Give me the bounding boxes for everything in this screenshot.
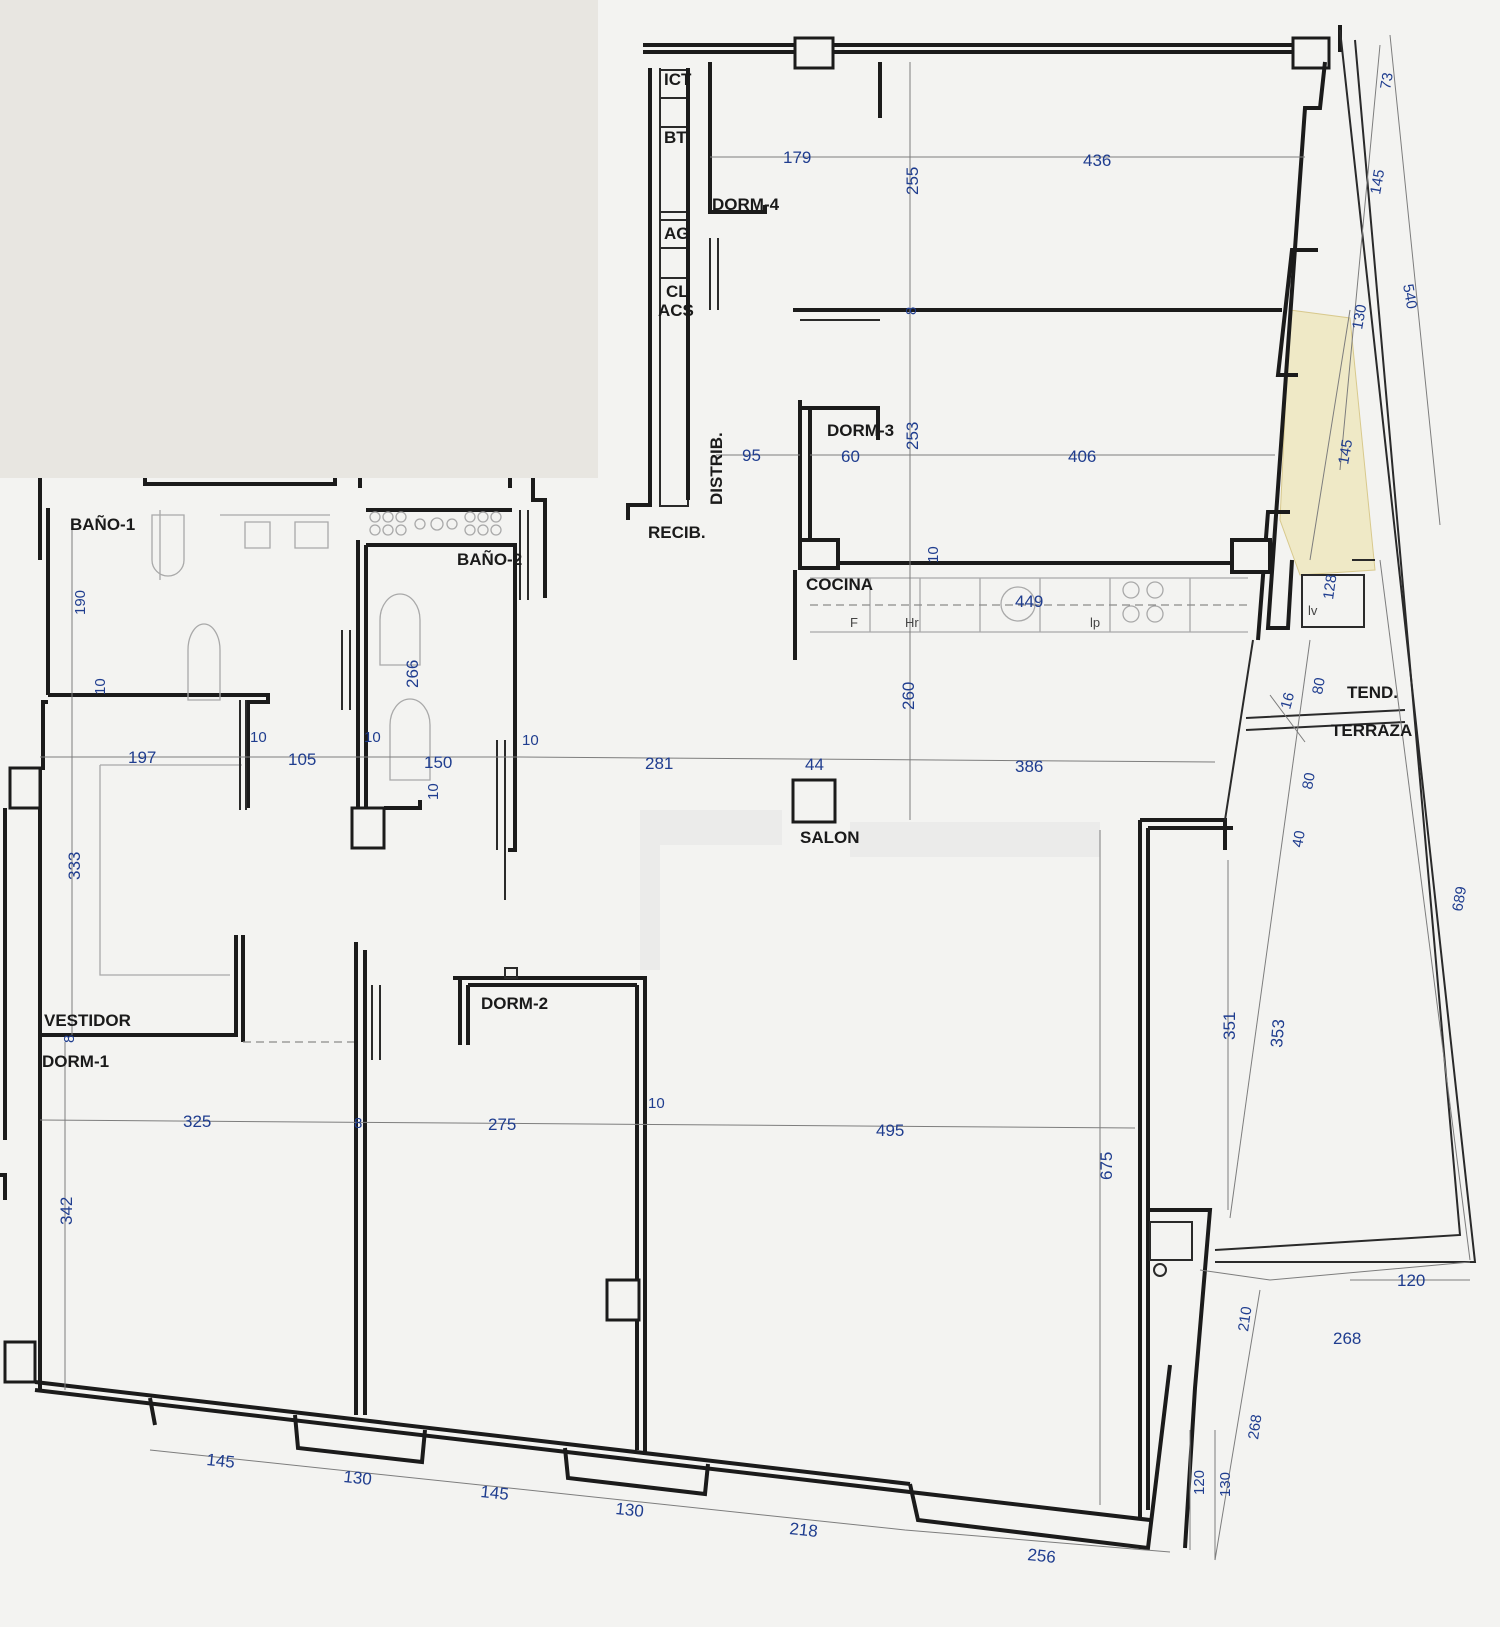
dim-label: 197 [128, 748, 156, 767]
dim-label: 10 [522, 732, 539, 749]
dim-label: 10 [250, 729, 267, 746]
dim-label: 145 [1335, 438, 1356, 466]
dim-label: 44 [805, 755, 824, 774]
dim-label: 120 [1397, 1271, 1425, 1290]
dim-label: 145 [1367, 168, 1388, 196]
label-cl: CL [666, 282, 689, 301]
dimension-lines [39, 34, 1471, 1561]
dim-label: 95 [742, 446, 761, 465]
dim-label: 218 [789, 1519, 819, 1541]
dim-label: 145 [480, 1482, 510, 1504]
label-dorm-2: DORM-2 [481, 994, 548, 1013]
walls [0, 25, 1477, 1551]
label-bano-2: BAÑO-2 [457, 549, 522, 569]
dim-label: 256 [1027, 1545, 1057, 1567]
dim-label: 130 [1349, 303, 1370, 331]
label-ict: ICT [664, 70, 692, 89]
redaction-patch [640, 810, 782, 845]
dim-label: 190 [72, 590, 89, 615]
label-oven: Hr [905, 615, 919, 630]
label-dorm-4: DORM-4 [712, 195, 780, 214]
dim-label: 253 [903, 422, 922, 450]
dim-label: 10 [925, 546, 942, 563]
dim-label: 80 [1299, 771, 1319, 790]
dim-label: 128 [1320, 573, 1340, 600]
dim-label: 130 [615, 1499, 645, 1521]
label-washer: lv [1308, 603, 1318, 618]
dim-label: 10 [648, 1095, 665, 1112]
dim-label: 268 [1245, 1413, 1265, 1440]
dim-label: 342 [57, 1197, 76, 1225]
redaction-patch [850, 822, 1100, 857]
dim-label: 80 [1309, 676, 1329, 695]
dim-label: 436 [1083, 151, 1111, 170]
dim-label: 8 [61, 1035, 78, 1043]
dim-label: 268 [1333, 1329, 1361, 1348]
dim-label: 353 [1267, 1018, 1288, 1048]
dim-label: 8 [903, 307, 920, 315]
dim-label: 675 [1097, 1152, 1116, 1180]
label-bt: BT [664, 128, 687, 147]
label-dishwasher: lp [1090, 615, 1100, 630]
dim-label: 130 [343, 1467, 373, 1489]
dim-label: 150 [424, 753, 452, 772]
label-fridge: F [850, 615, 858, 630]
planter-hatch [1279, 309, 1376, 576]
dim-label: 689 [1449, 885, 1470, 913]
label-acs: ACS [658, 301, 694, 320]
label-bano-1: BAÑO-1 [70, 514, 135, 534]
label-vestidor: VESTIDOR [44, 1011, 131, 1030]
dim-label: 275 [488, 1115, 516, 1134]
dim-label: 449 [1015, 592, 1043, 611]
dim-label: 325 [183, 1112, 211, 1131]
label-ag: AG [664, 224, 690, 243]
label-dorm-1: DORM-1 [42, 1052, 109, 1071]
dim-label: 60 [841, 447, 860, 466]
label-recib: RECIB. [648, 523, 706, 542]
label-distrib: DISTRIB. [707, 432, 726, 505]
dim-label: 386 [1015, 757, 1043, 776]
dim-label: 130 [1217, 1472, 1234, 1497]
dim-label: 179 [783, 148, 811, 167]
dimension-labels: 179 436 255 73 145 540 130 8 95 60 253 4… [57, 71, 1470, 1567]
room-labels: ICT BT AG CL ACS DORM-4 DORM-3 DORM-2 DO… [42, 70, 1412, 1071]
dim-label: 351 [1220, 1012, 1239, 1040]
label-cocina: COCINA [806, 575, 873, 594]
dim-label: 120 [1191, 1470, 1208, 1495]
appliance-labels: F Hr lp lv [850, 603, 1318, 630]
label-terraza: TERRAZA [1331, 721, 1412, 740]
label-salon: SALON [800, 828, 860, 847]
dim-label: 495 [876, 1121, 904, 1140]
dim-label: 266 [403, 660, 422, 688]
dim-label: 255 [903, 167, 922, 195]
dim-label: 10 [92, 678, 109, 695]
dim-label: 281 [645, 754, 673, 773]
dim-label: 73 [1377, 71, 1397, 90]
masked-area [0, 0, 598, 478]
dim-label: 333 [65, 852, 84, 880]
label-dorm-3: DORM-3 [827, 421, 894, 440]
dim-label: 105 [288, 750, 316, 769]
dim-label: 8 [354, 1115, 362, 1132]
dim-label: 40 [1289, 829, 1309, 848]
dim-label: 260 [899, 682, 918, 710]
dim-label: 10 [364, 729, 381, 746]
dim-label: 145 [206, 1450, 236, 1472]
dim-label: 540 [1399, 283, 1420, 311]
label-tend: TEND. [1347, 683, 1398, 702]
redaction-patch [640, 810, 660, 970]
dim-label: 406 [1068, 447, 1096, 466]
dim-label: 210 [1235, 1305, 1255, 1332]
dim-label: 10 [425, 783, 442, 800]
dim-label: 16 [1277, 691, 1298, 712]
